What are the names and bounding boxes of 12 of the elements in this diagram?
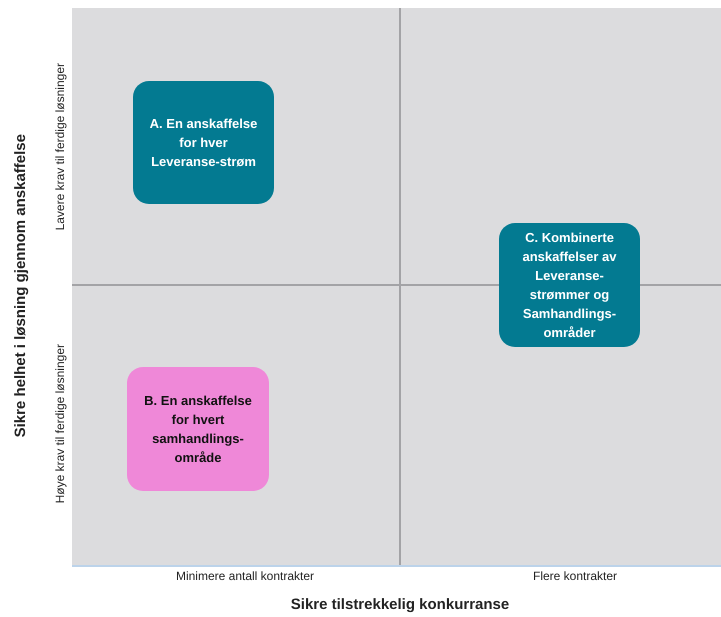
quadrant-box	[127, 367, 269, 491]
box-text: B. En anskaffelse for hvert samhandlings-område	[143, 392, 253, 467]
quadrant-box	[133, 81, 274, 204]
axis-label: Minimere antall kontrakter	[176, 569, 314, 583]
axis-title: Sikre helhet i løsning gjennom anskaffelse	[12, 134, 28, 438]
box-text: A. En anskaffelse for hver Leveranse-strøm	[148, 115, 258, 171]
axis-label: Lavere krav til ferdige løsninger	[53, 63, 67, 231]
axis-label: Høye krav til ferdige løsninger	[53, 344, 67, 504]
axis-title: Sikre tilstrekkelig konkurranse	[290, 596, 510, 612]
box-text: C. Kombinerte anskaffelser av Leveranse-strømmer og Samhandlings-områder	[522, 229, 618, 342]
quadrant-box	[499, 223, 640, 347]
axis-label: Flere kontrakter	[532, 569, 618, 583]
